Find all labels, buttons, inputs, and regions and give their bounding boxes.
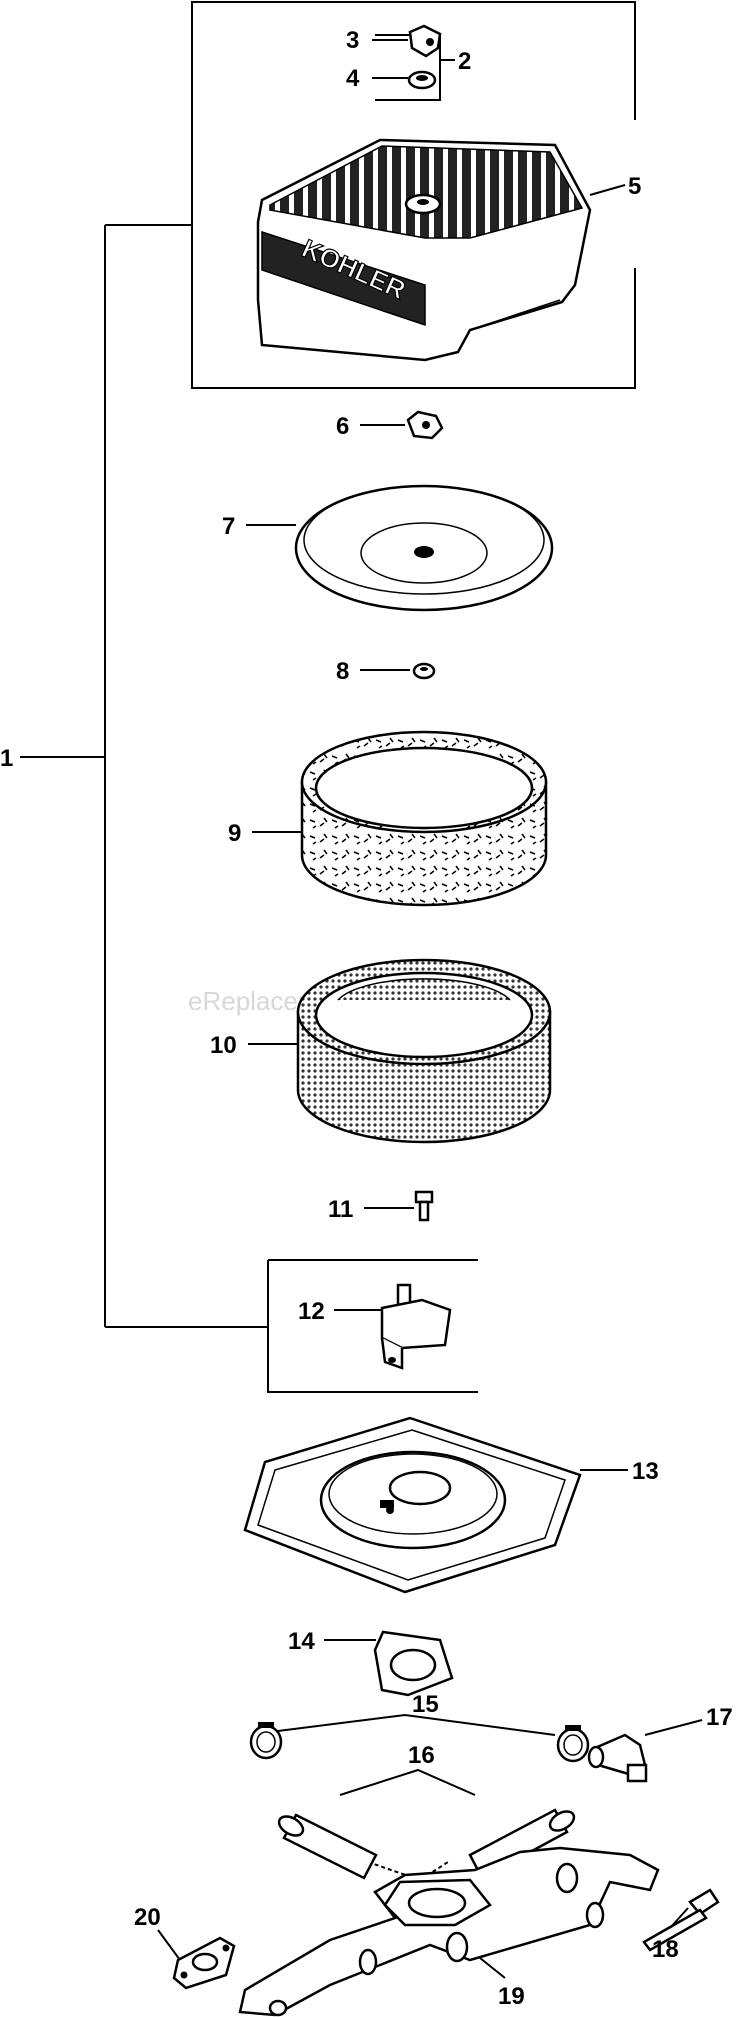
part-18-bolt (642, 1888, 720, 1952)
callout-11: 11 (328, 1196, 353, 1223)
callout-leaders (20, 39, 703, 1979)
callout-16: 16 (408, 1742, 435, 1769)
callout-20: 20 (134, 1904, 161, 1931)
part-19-manifold (238, 1846, 660, 2017)
part-16-hose-left (277, 1813, 378, 1880)
callout-2: 2 (458, 48, 471, 75)
sub-bracket-2 (375, 34, 441, 101)
part-12-bracket (380, 1283, 452, 1370)
callout-19: 19 (498, 1983, 525, 2010)
part-15-clamp-right (556, 1725, 590, 1763)
part-11-bolt (414, 1190, 434, 1222)
callout-15: 15 (412, 1691, 439, 1718)
top-box (191, 1, 636, 389)
callout-5: 5 (628, 173, 641, 200)
leaders-15-16 (269, 1713, 556, 1882)
part-13-base (243, 1416, 582, 1594)
part-15-clamp-left (249, 1722, 283, 1760)
callout-13: 13 (632, 1458, 659, 1485)
part-8-nut (412, 662, 436, 680)
part-20-gasket (172, 1936, 236, 1990)
callout-6: 6 (336, 413, 349, 440)
part-10-filter (296, 958, 552, 1144)
callout-17: 17 (706, 1704, 733, 1731)
assembly-bracket-1 (104, 224, 268, 1328)
callout-10: 10 (210, 1032, 237, 1059)
callout-4: 4 (346, 65, 360, 92)
callout-18: 18 (652, 1936, 679, 1963)
part-5-cover: KOHLER (256, 138, 592, 362)
callout-12: 12 (298, 1298, 325, 1325)
sub-box-12 (267, 1259, 478, 1393)
part-17-elbow (587, 1733, 648, 1783)
part-6-wingnut (406, 410, 444, 440)
callout-1: 1 (0, 745, 13, 772)
callout-7: 7 (222, 513, 235, 540)
part-4-grommet (407, 70, 437, 90)
callout-9: 9 (228, 820, 241, 847)
callout-14: 14 (288, 1628, 315, 1655)
part-7-plate (294, 484, 554, 612)
part-3-valve (408, 24, 442, 58)
part-9-precleaner (300, 730, 548, 907)
callout-8: 8 (336, 658, 349, 685)
callout-labels: 1 2 3 4 5 6 7 8 9 10 11 12 13 14 15 16 1… (0, 27, 733, 2010)
part-14-gasket (373, 1630, 454, 1697)
callout-3: 3 (346, 27, 359, 54)
